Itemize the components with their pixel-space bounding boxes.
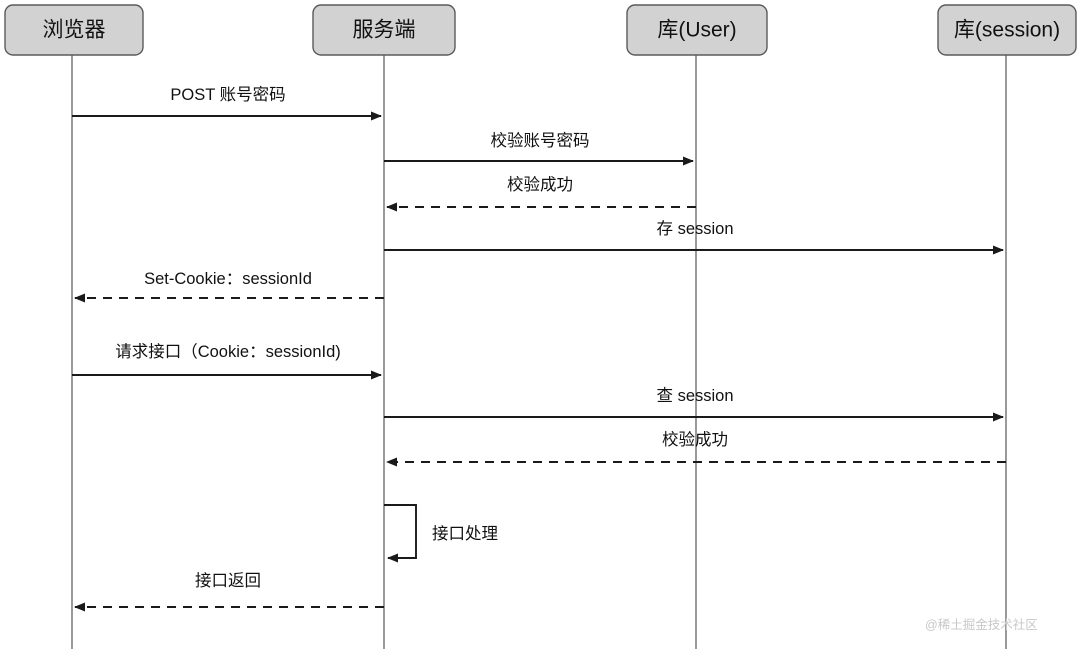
participant-server[interactable]: 服务端 [312, 4, 456, 56]
message-label-m4: 存 session [656, 219, 733, 238]
message-label-m1: POST 账号密码 [170, 85, 285, 104]
participant-label-db_sess: 库(session) [954, 19, 1060, 42]
self-message-arrow [384, 504, 417, 563]
message-label-m2: 校验账号密码 [491, 131, 590, 150]
self-message-label: 接口处理 [432, 524, 498, 543]
self-message-group: 接口处理 [384, 504, 498, 563]
participant-box-server [312, 4, 456, 56]
participant-browser[interactable]: 浏览器 [4, 4, 144, 56]
message-label-m6: 请求接口（Cookie：sessionId) [115, 342, 341, 361]
participant-db_user[interactable]: 库(User) [626, 4, 768, 56]
participant-db_sess[interactable]: 库(session) [937, 4, 1077, 56]
message-label-m3: 校验成功 [507, 175, 573, 194]
message-label-m8: 校验成功 [662, 430, 728, 449]
message-label-m5: Set-Cookie：sessionId [144, 270, 312, 288]
participant-box-db_user [626, 4, 768, 56]
message-label-m7: 查 session [656, 386, 733, 405]
participant-label-browser: 浏览器 [43, 19, 106, 42]
participant-label-server: 服务端 [353, 19, 416, 42]
participant-box-db_sess [937, 4, 1077, 56]
lifelines-group [71, 55, 1007, 649]
message-label-m9: 接口返回 [195, 571, 261, 590]
watermark-group: @稀土掘金技术社区 [925, 617, 1038, 632]
participant-label-db_user: 库(User) [657, 19, 736, 42]
participants-group: 浏览器 服务端 库(User) 库(session) [4, 4, 1077, 56]
participant-box-browser [4, 4, 144, 56]
watermark-label: @稀土掘金技术社区 [925, 617, 1038, 632]
